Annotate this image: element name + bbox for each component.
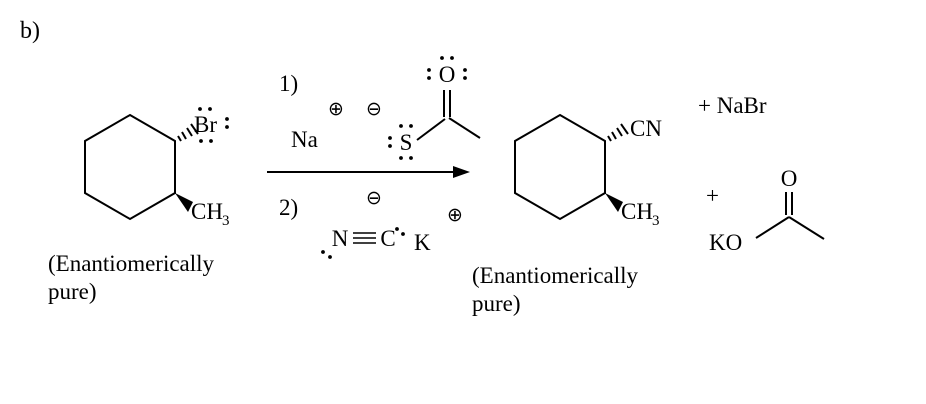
bromine-label: Br xyxy=(194,112,217,137)
potassium-acetate-structure: O KO xyxy=(709,166,825,255)
cyanide-minus-charge-icon: ⊖ xyxy=(366,187,382,209)
hashed-wedge-bond-br xyxy=(177,123,199,142)
methyl-subscript: 3 xyxy=(222,213,230,229)
s-c-bond xyxy=(416,118,446,141)
carbonyl-oxygen-label: O xyxy=(439,62,456,87)
step2-number: 2) xyxy=(279,195,298,220)
hashed-wedge-bond-nitrile xyxy=(607,123,629,142)
c-methyl-bond xyxy=(448,117,481,139)
potassium-label: K xyxy=(414,230,431,255)
cyclohexane-ring xyxy=(514,113,606,221)
minus-charge-icon: ⊖ xyxy=(366,98,382,120)
product-structure: CN CH 3 xyxy=(514,113,662,229)
reactant-structure: Br CH 3 xyxy=(84,107,230,229)
reaction-arrow xyxy=(267,166,470,178)
wedge-bond-methyl xyxy=(605,193,623,212)
reactant-caption-line2: pure) xyxy=(48,279,97,304)
product-caption-line2: pure) xyxy=(472,291,521,316)
product-caption-line1: (Enantiomerically xyxy=(472,263,639,288)
plus-sign: + xyxy=(706,183,719,208)
sodium-label: Na xyxy=(291,127,318,152)
cyanide-lone-pairs xyxy=(321,227,405,259)
methyl-label: CH xyxy=(191,199,223,224)
cyclohexane-ring xyxy=(84,113,176,221)
thioacetate-structure: S O xyxy=(388,56,481,160)
nitrile-label: CN xyxy=(630,116,662,141)
methyl-subscript: 3 xyxy=(652,213,660,229)
c-methyl-bond xyxy=(788,216,825,240)
arrowhead xyxy=(453,166,470,178)
sodium-bromide-byproduct: + NaBr xyxy=(698,93,767,118)
methyl-label: CH xyxy=(621,199,653,224)
step2-reagents: 2) ⊖ N C K ⊕ xyxy=(279,187,463,259)
acetate-oxygen-label: O xyxy=(781,166,798,191)
oxygen-lone-pairs xyxy=(427,56,467,80)
ko-c-bond xyxy=(755,216,790,239)
plus-charge-icon: ⊕ xyxy=(328,98,344,120)
acetate-ko-label: KO xyxy=(709,230,742,255)
cyanide-carbon-label: C xyxy=(380,226,395,251)
step1-reagents: 1) Na ⊕ ⊖ S O xyxy=(279,56,481,160)
wedge-bond-methyl xyxy=(175,193,193,212)
step1-number: 1) xyxy=(279,71,298,96)
sulfur-lone-pairs xyxy=(388,124,413,160)
bromine-lone-pairs xyxy=(198,107,229,143)
cyanide-nitrogen-label: N xyxy=(332,226,349,251)
cyanide-structure: N C xyxy=(321,226,405,259)
part-label: b) xyxy=(20,18,40,44)
sulfur-label: S xyxy=(400,130,413,155)
reactant-caption-line1: (Enantiomerically xyxy=(48,251,215,276)
potassium-plus-charge-icon: ⊕ xyxy=(447,204,463,226)
